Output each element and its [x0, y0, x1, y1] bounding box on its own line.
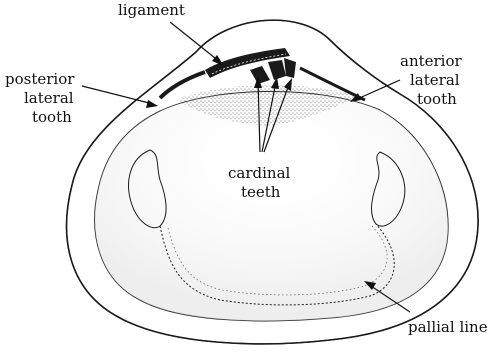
leader-anterior-lateral-tooth	[350, 80, 400, 102]
label-posterior-lateral-tooth-2: lateral	[24, 89, 74, 107]
label-pallial-line: pallial line	[408, 318, 488, 336]
leader-posterior-lateral-tooth	[82, 86, 158, 108]
label-anterior-lateral-tooth-2: lateral	[410, 71, 460, 89]
label-cardinal-teeth-1: cardinal	[228, 164, 291, 182]
label-cardinal-teeth-2: teeth	[241, 183, 281, 201]
label-anterior-lateral-tooth-1: anterior	[400, 52, 463, 70]
label-posterior-lateral-tooth-3: tooth	[32, 108, 72, 126]
label-ligament: ligament	[118, 1, 185, 19]
inner-surface	[95, 91, 448, 320]
leader-ligament	[170, 22, 224, 66]
label-anterior-lateral-tooth-3: tooth	[417, 90, 457, 108]
label-posterior-lateral-tooth-1: posterior	[5, 70, 75, 88]
